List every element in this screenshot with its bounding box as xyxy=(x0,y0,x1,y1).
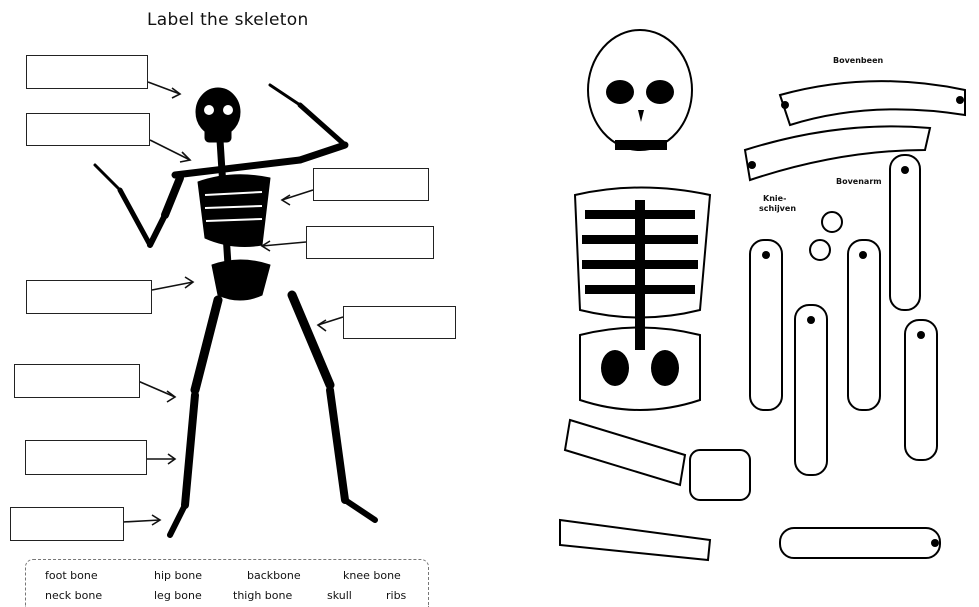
word-foot-bone: foot bone xyxy=(45,569,98,582)
word-hip-bone: hip bone xyxy=(154,569,202,582)
label-knieschijven-2: schijven xyxy=(759,204,796,213)
skeleton-cutout-illustration xyxy=(540,0,979,607)
word-bank: foot bone hip bone backbone knee bone ne… xyxy=(25,559,429,607)
word-ribs: ribs xyxy=(386,589,406,602)
label-bovenarm: Bovenarm xyxy=(836,177,882,186)
word-thigh-bone: thigh bone xyxy=(233,589,292,602)
word-backbone: backbone xyxy=(247,569,301,582)
word-neck-bone: neck bone xyxy=(45,589,102,602)
label-box-4[interactable] xyxy=(306,226,434,259)
label-box-5[interactable] xyxy=(26,280,152,314)
label-knieschijven-1: Knie- xyxy=(763,194,786,203)
label-box-3[interactable] xyxy=(313,168,429,201)
worksheet-panel: Label the skeleton xyxy=(0,0,470,607)
label-box-1[interactable] xyxy=(26,55,148,89)
label-box-7[interactable] xyxy=(14,364,140,398)
word-leg-bone: leg bone xyxy=(154,589,202,602)
word-knee-bone: knee bone xyxy=(343,569,401,582)
word-skull: skull xyxy=(327,589,352,602)
label-bovenbeen: Bovenbeen xyxy=(833,56,883,65)
label-box-8[interactable] xyxy=(25,440,147,475)
label-box-9[interactable] xyxy=(10,507,124,541)
cutout-panel: Bovenbeen Bovenarm Knie- schijven xyxy=(540,0,979,607)
label-box-6[interactable] xyxy=(343,306,456,339)
label-box-2[interactable] xyxy=(26,113,150,146)
